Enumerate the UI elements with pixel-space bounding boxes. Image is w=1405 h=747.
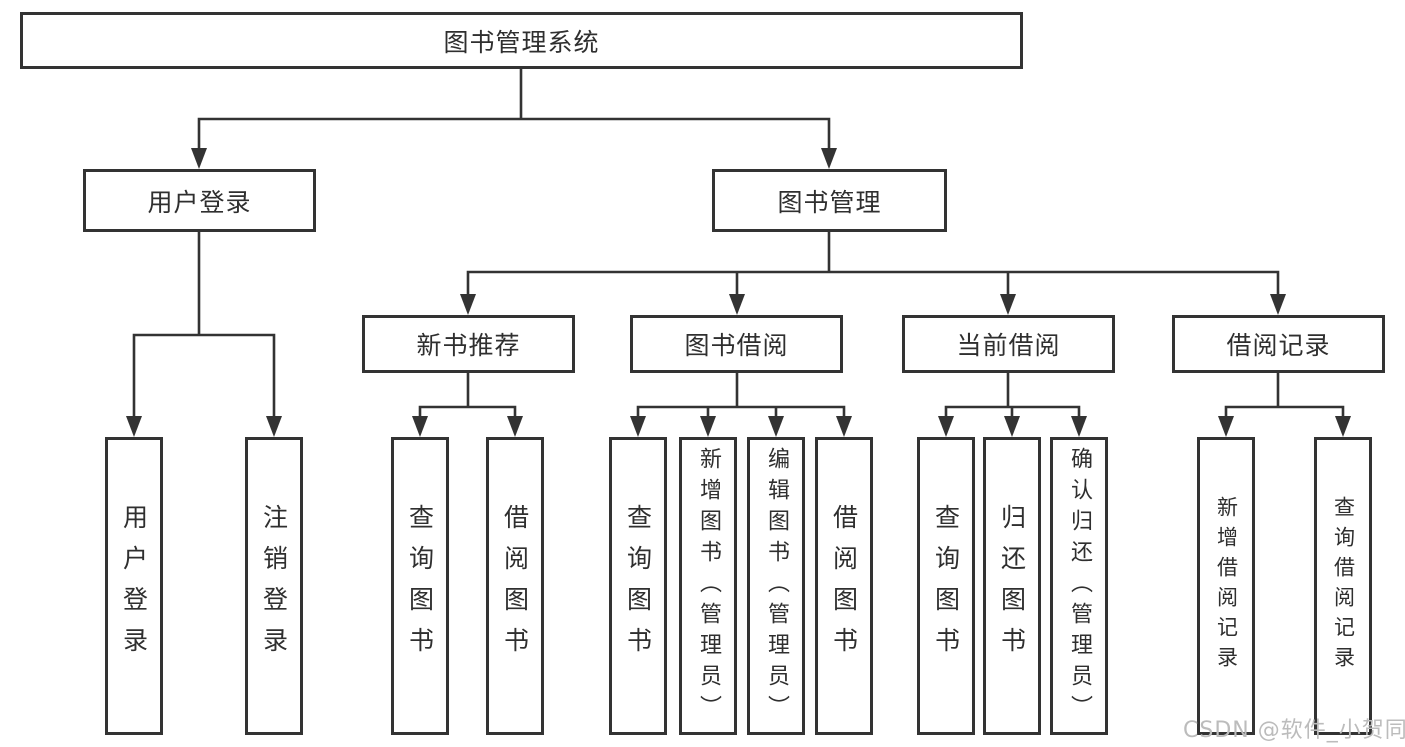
leaf-borrow-books-recommend: 借阅图书: [486, 437, 544, 735]
arrowhead-icon: [700, 416, 716, 437]
leaf-add-book-admin-label: 新增图书（管理员）: [696, 446, 721, 726]
leaf-query-borrow-record: 查询借阅记录: [1314, 437, 1372, 735]
leaf-confirm-return-admin-label: 确认归还（管理员）: [1067, 446, 1092, 726]
leaf-query-books-current-label: 查询图书: [931, 504, 961, 668]
leaf-return-book: 归还图书: [983, 437, 1041, 735]
connector-lines: [132, 67, 1345, 419]
leaf-user-login: 用户登录: [105, 437, 163, 735]
leaf-edit-book-admin: 编辑图书（管理员）: [747, 437, 805, 735]
leaf-query-books-recommend: 查询图书: [391, 437, 449, 735]
leaf-confirm-return-admin: 确认归还（管理员）: [1050, 437, 1108, 735]
watermark: CSDN @软件_小贺同学: [1183, 718, 1405, 743]
arrowhead-icon: [1004, 416, 1020, 437]
arrowhead-icon: [768, 416, 784, 437]
arrowhead-icon: [126, 416, 142, 437]
node-new-book-recommend: 新书推荐: [362, 315, 575, 373]
leaf-borrow-books-recommend-label: 借阅图书: [500, 504, 530, 668]
arrowhead-icon: [191, 148, 207, 169]
leaf-logout: 注销登录: [245, 437, 303, 735]
arrowhead-icon: [412, 416, 428, 437]
arrowhead-icon: [729, 294, 745, 315]
arrowhead-icon: [938, 416, 954, 437]
arrowhead-icon: [1000, 294, 1016, 315]
arrowhead-icon: [507, 416, 523, 437]
leaf-borrow-books-borrowing: 借阅图书: [815, 437, 873, 735]
leaf-borrow-books-borrowing-label: 借阅图书: [829, 504, 859, 668]
leaf-add-borrow-record: 新增借阅记录: [1197, 437, 1255, 735]
node-book-management: 图书管理: [712, 169, 947, 232]
leaf-user-login-label: 用户登录: [119, 504, 149, 668]
arrowhead-icon: [1071, 416, 1087, 437]
leaf-add-book-admin: 新增图书（管理员）: [679, 437, 737, 735]
node-current-borrowing: 当前借阅: [902, 315, 1115, 373]
node-library-management-system: 图书管理系统: [20, 12, 1023, 69]
leaf-add-borrow-record-label: 新增借阅记录: [1214, 496, 1239, 676]
arrowhead-icon: [630, 416, 646, 437]
arrowhead-icon: [1270, 294, 1286, 315]
leaf-return-book-label: 归还图书: [997, 504, 1027, 668]
leaf-logout-label: 注销登录: [259, 504, 289, 668]
node-user-login: 用户登录: [83, 169, 316, 232]
arrowhead-icon: [821, 148, 837, 169]
node-book-borrowing: 图书借阅: [630, 315, 843, 373]
arrowhead-icon: [1218, 416, 1234, 437]
arrowhead-icon: [266, 416, 282, 437]
arrowhead-icon: [836, 416, 852, 437]
leaf-query-books-current: 查询图书: [917, 437, 975, 735]
leaf-query-borrow-record-label: 查询借阅记录: [1331, 496, 1356, 676]
leaf-query-books-borrowing-label: 查询图书: [623, 504, 653, 668]
leaf-query-books-borrowing: 查询图书: [609, 437, 667, 735]
leaf-query-books-recommend-label: 查询图书: [405, 504, 435, 668]
node-borrowing-records: 借阅记录: [1172, 315, 1385, 373]
leaf-edit-book-admin-label: 编辑图书（管理员）: [764, 446, 789, 726]
arrowhead-icon: [460, 294, 476, 315]
arrowhead-icon: [1335, 416, 1351, 437]
